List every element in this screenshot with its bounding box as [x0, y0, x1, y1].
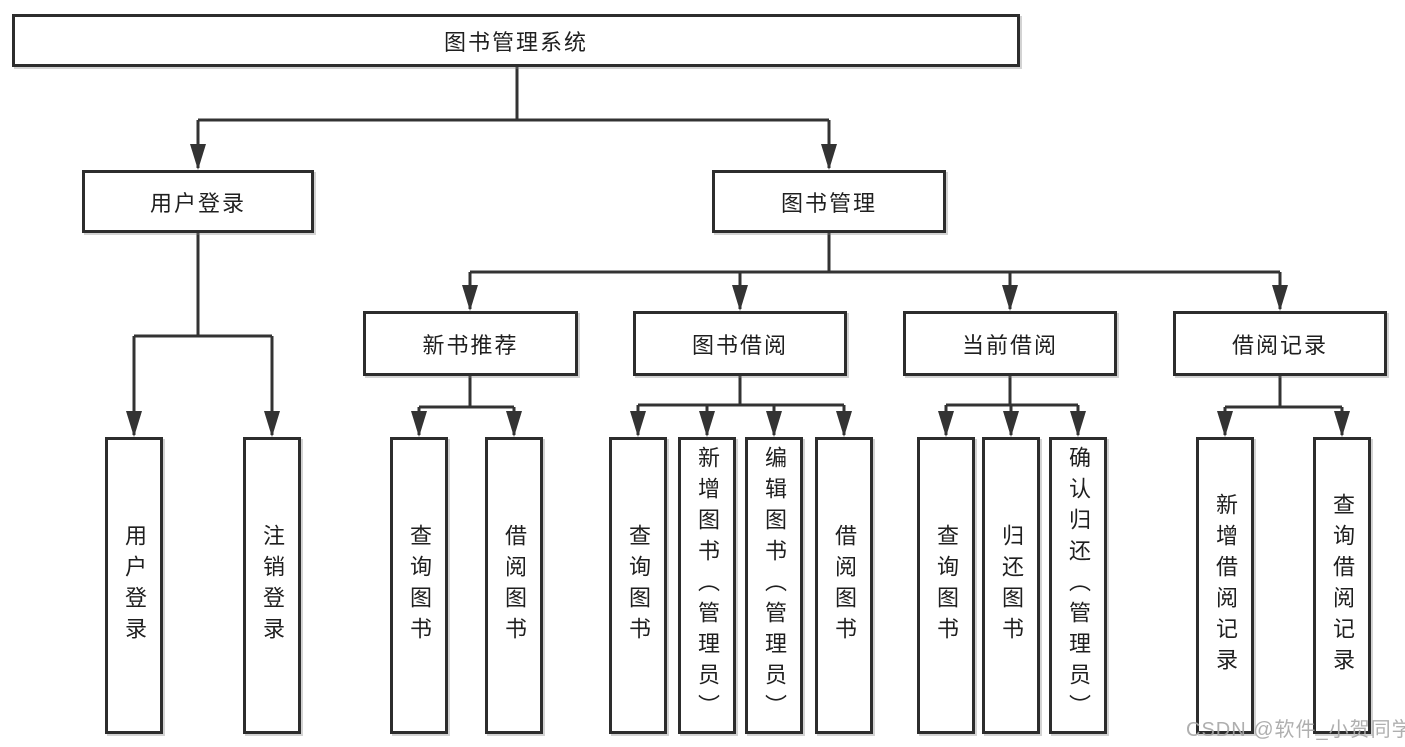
node-current-borrow: 当前借阅 [903, 311, 1117, 376]
node-root: 图书管理系统 [12, 14, 1020, 67]
leaf-bb-edit-books-admin: 编辑图书（管理员） [745, 437, 803, 734]
leaf-logout: 注销登录 [243, 437, 301, 734]
leaf-user-login: 用户登录 [105, 437, 163, 734]
csdn-watermark: CSDN @软件_小贺同学 [1186, 719, 1405, 741]
leaf-br-add-record-label: 新增借阅记录 [1213, 492, 1238, 679]
leaf-cb-query-books-label: 查询图书 [934, 523, 959, 648]
node-user-login-label: 用户登录 [149, 190, 246, 216]
leaf-nb-query-books-label: 查询图书 [407, 523, 432, 648]
leaf-logout-label: 注销登录 [260, 523, 285, 648]
leaf-cb-return-books-label: 归还图书 [999, 523, 1024, 648]
leaf-cb-confirm-return-admin: 确认归还（管理员） [1049, 437, 1107, 734]
node-borrow-records: 借阅记录 [1173, 311, 1387, 376]
leaf-bb-add-books-admin: 新增图书（管理员） [678, 437, 736, 734]
node-book-management-label: 图书管理 [780, 190, 877, 216]
node-new-book-recommend-label: 新书推荐 [422, 332, 519, 358]
leaf-br-query-record: 查询借阅记录 [1313, 437, 1371, 734]
leaf-user-login-label: 用户登录 [122, 523, 147, 648]
node-book-borrow: 图书借阅 [633, 311, 847, 376]
leaf-nb-query-books: 查询图书 [390, 437, 448, 734]
leaf-nb-borrow-books: 借阅图书 [485, 437, 543, 734]
leaf-br-add-record: 新增借阅记录 [1196, 437, 1254, 734]
leaf-br-query-record-label: 查询借阅记录 [1330, 492, 1355, 679]
leaf-bb-query-books: 查询图书 [609, 437, 667, 734]
leaf-bb-edit-books-admin-label: 编辑图书（管理员） [762, 446, 787, 725]
leaf-bb-add-books-admin-label: 新增图书（管理员） [695, 446, 720, 725]
leaf-bb-borrow-books-label: 借阅图书 [832, 523, 857, 648]
leaf-nb-borrow-books-label: 借阅图书 [502, 523, 527, 648]
leaf-cb-confirm-return-admin-label: 确认归还（管理员） [1066, 446, 1091, 725]
node-book-borrow-label: 图书借阅 [691, 332, 788, 358]
leaf-cb-query-books: 查询图书 [917, 437, 975, 734]
node-current-borrow-label: 当前借阅 [961, 332, 1058, 358]
leaf-bb-query-books-label: 查询图书 [626, 523, 651, 648]
node-book-management: 图书管理 [712, 170, 946, 233]
node-root-label: 图书管理系统 [443, 29, 588, 55]
node-user-login: 用户登录 [82, 170, 314, 233]
node-new-book-recommend: 新书推荐 [363, 311, 578, 376]
node-borrow-records-label: 借阅记录 [1231, 332, 1328, 358]
leaf-cb-return-books: 归还图书 [982, 437, 1040, 734]
leaf-bb-borrow-books: 借阅图书 [815, 437, 873, 734]
